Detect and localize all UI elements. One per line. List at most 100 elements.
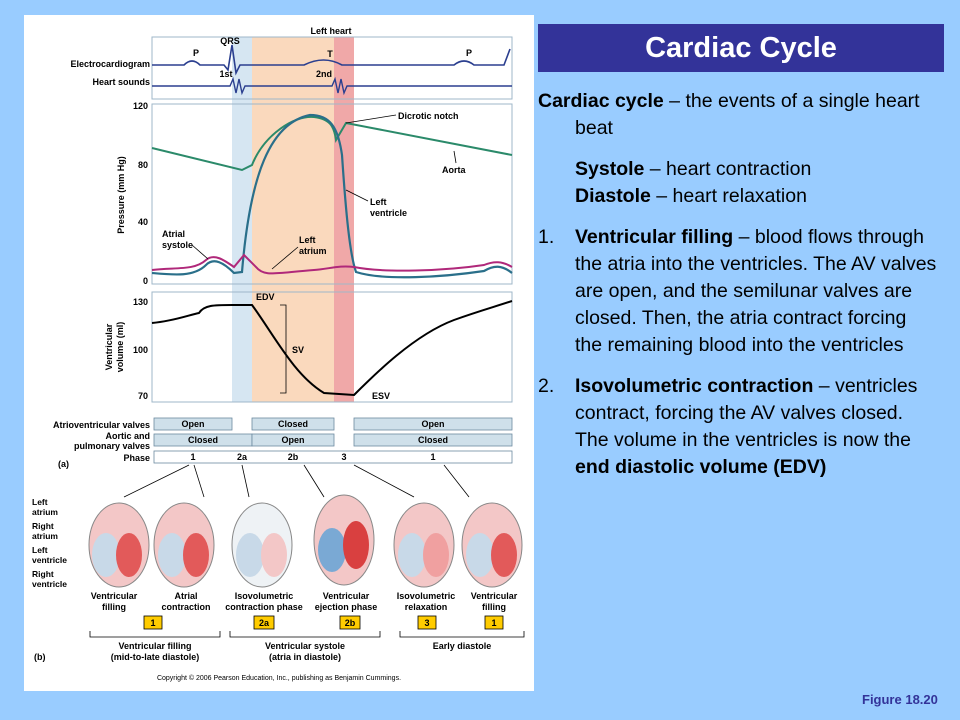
aorta-label: Aorta (442, 165, 466, 175)
stage-badge-2b-text: 2b (345, 618, 356, 628)
heart-illustration-3 (231, 502, 293, 588)
heart-illustration-5 (393, 502, 455, 588)
group-bracket-2 (229, 631, 381, 638)
slide-content: Cardiac cycle – the events of a single h… (538, 88, 938, 481)
stage-badge-2a-text: 2a (259, 618, 270, 628)
left-heart-label: Left heart (310, 26, 351, 36)
stage-badge-3-text: 3 (424, 618, 429, 628)
aorta-leader (453, 150, 457, 164)
phase-band-2b (252, 37, 334, 402)
pressure-panel-frame (151, 103, 513, 285)
cardiac-cycle-figure: Left heart Electrocardiogram Heart sound… (24, 15, 534, 691)
av-state-3: Open (421, 419, 444, 429)
esv-label: ESV (372, 391, 390, 401)
group-2-line2: (atria in diastole) (269, 652, 341, 662)
systole-diastole-paragraph: Systole – heart contraction Diastole – h… (575, 156, 938, 210)
list-term-1: Ventricular filling (575, 226, 734, 248)
av-state-2: Closed (278, 419, 308, 429)
stage-badge-2b (339, 615, 361, 630)
stage-badge-1b (484, 615, 504, 630)
stage-badge-1 (143, 615, 163, 630)
phase-label: Phase (123, 453, 150, 463)
heart-label-right-ventricle-line2: ventricle (32, 579, 67, 589)
volume-tick-100: 100 (133, 345, 148, 355)
av-cell-open-1 (153, 417, 233, 431)
volume-tick-130: 130 (133, 297, 148, 307)
heart-sounds-trace (152, 76, 512, 96)
heart-label-right-atrium-line2: atrium (32, 531, 58, 541)
heart-sounds-label: Heart sounds (92, 77, 150, 87)
ecg-label: Electrocardiogram (70, 59, 150, 69)
definition-text: – the events of a single heart beat (575, 90, 920, 139)
list-text-1: Ventricular filling – blood flows throug… (575, 224, 938, 359)
pressure-tick-40: 40 (138, 217, 148, 227)
sl-cell-closed-2 (353, 433, 513, 447)
group-bracket-3 (399, 631, 525, 638)
av-cell-open-2 (353, 417, 513, 431)
sl-state-3: Closed (418, 435, 448, 445)
stage-1-label-line2: filling (102, 602, 126, 612)
list-number-1: 1. (538, 226, 555, 248)
atrial-systole-leader (191, 244, 209, 260)
stage-4-label-line2: ejection phase (315, 602, 378, 612)
ecg-wave-p-second: P (466, 48, 472, 58)
cardiac-cycle-diagram: Left heart Electrocardiogram Heart sound… (32, 26, 525, 682)
stage-2-label-line2: contraction (161, 602, 210, 612)
sv-label: SV (292, 345, 304, 355)
heart-illustration-4 (313, 494, 375, 586)
heart-sound-second: 2nd (316, 69, 332, 79)
left-ventricle-leader (345, 189, 369, 202)
ecg-wave-t: T (327, 49, 333, 59)
av-valves-label: Atrioventricular valves (53, 420, 150, 430)
definition-term: Cardiac cycle (538, 90, 664, 112)
stage-3-label-line1: Isovolumetric (235, 591, 294, 601)
slide-title: Cardiac Cycle (538, 24, 944, 72)
heart-label-left-atrium-line1: Left (32, 497, 48, 507)
heart-label-right-ventricle-line1: Right (32, 569, 54, 579)
diastole-text: – heart relaxation (650, 185, 807, 207)
semilunar-label-line2: pulmonary valves (74, 441, 150, 451)
left-atrium-pressure-trace (151, 253, 513, 275)
phase-number-2a: 2a (237, 452, 248, 462)
atrial-systole-label-line2: systole (162, 240, 193, 250)
heart-illustration-1 (88, 502, 150, 588)
sl-state-2: Open (281, 435, 304, 445)
stage-5-label-line1: Isovolumetric (397, 591, 456, 601)
copyright-text: Copyright © 2006 Pearson Education, Inc.… (157, 674, 401, 682)
sl-cell-open (251, 433, 335, 447)
pressure-tick-80: 80 (138, 160, 148, 170)
pressure-tick-120: 120 (133, 101, 148, 111)
list-text-2: Isovolumetric contraction – ventricles c… (575, 373, 938, 481)
stage-6-label-line1: Ventricular (471, 591, 518, 601)
stage-badge-2a (253, 615, 275, 630)
heart-label-left-atrium-line2: atrium (32, 507, 58, 517)
phase-number-1: 1 (190, 452, 195, 462)
stage-badge-1-text: 1 (150, 618, 155, 628)
stage-3-label-line2: contraction phase (225, 602, 303, 612)
group-3-line1: Early diastole (433, 641, 492, 651)
ecg-trace (152, 44, 511, 76)
stage-1-label-line1: Ventricular (91, 591, 138, 601)
aorta-pressure-trace (151, 115, 513, 172)
list-item-ventricular-filling: 1. Ventricular filling – blood flows thr… (538, 224, 938, 359)
av-state-1: Open (181, 419, 204, 429)
part-b-label: (b) (34, 652, 46, 662)
phase-number-1b: 1 (430, 452, 435, 462)
heart-label-left-ventricle-line1: Left (32, 545, 48, 555)
left-ventricle-pressure-trace (151, 113, 513, 279)
ecg-wave-qrs: QRS (220, 36, 240, 46)
pressure-axis-label: Pressure (mm Hg) (116, 156, 126, 234)
volume-axis-label-line2: volume (ml) (115, 322, 125, 373)
figure-caption: Figure 18.20 (862, 692, 938, 707)
list-number-2: 2. (538, 375, 555, 397)
heart-illustration-2 (153, 502, 215, 588)
heart-label-right-atrium-line1: Right (32, 521, 54, 531)
list-body-1: – blood flows through the atria into the… (575, 226, 937, 356)
heart-illustration-6 (461, 502, 523, 588)
stage-badge-1b-text: 1 (491, 618, 496, 628)
phase-band-3 (334, 37, 354, 402)
volume-axis-label-line1: Ventricular (104, 323, 114, 370)
atrial-systole-label-line1: Atrial (162, 229, 185, 239)
group-1-line1: Ventricular filling (118, 641, 191, 651)
left-ventricle-label-line1: Left (370, 197, 387, 207)
